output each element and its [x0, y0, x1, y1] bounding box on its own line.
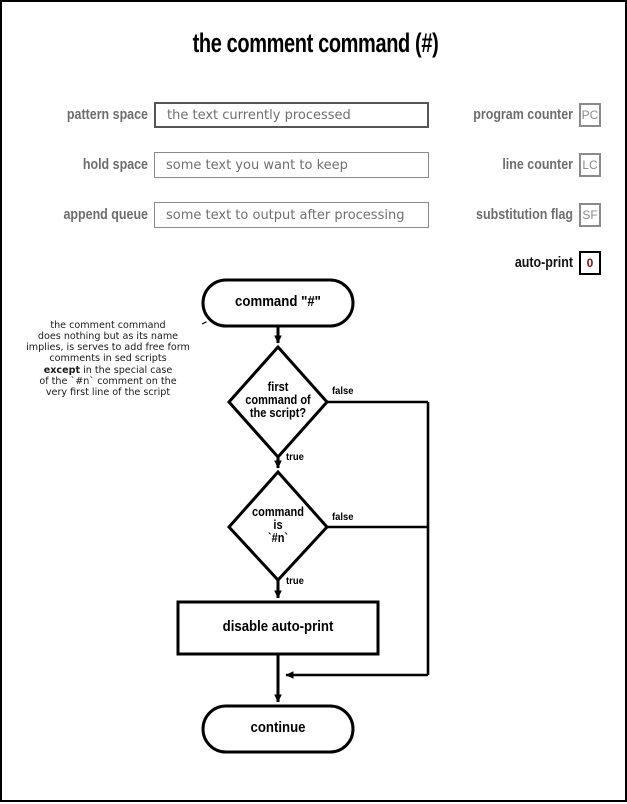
register-program-counter[interactable]: PC [579, 103, 601, 127]
register-auto-print[interactable]: 0 [579, 251, 601, 275]
node-decision-command-is-hash-n[interactable] [226, 469, 330, 583]
node-process-disable-auto-print[interactable] [176, 600, 380, 656]
label-pattern-space: pattern space [66, 107, 148, 123]
annotation-line-3: implies, is serves to add free form [26, 342, 190, 354]
annotation-line-1: the comment command [50, 320, 166, 331]
label-substitution-flag: substitution flag [476, 207, 573, 223]
label-line-counter: line counter [502, 157, 573, 173]
register-substitution-flag[interactable]: SF [579, 203, 601, 227]
annotation-line-7: very first line of the script [45, 386, 171, 398]
node-decision-first-command[interactable] [226, 344, 330, 460]
field-append-queue[interactable]: some text to output after processing [154, 202, 429, 228]
label-hold-space: hold space [82, 157, 148, 173]
edge-label-false-2: false [332, 511, 354, 523]
annotation-bold-except: except [43, 364, 81, 376]
annotation-line-2: does nothing but as its name [37, 331, 179, 343]
label-auto-print: auto-print [514, 255, 573, 271]
label-program-counter: program counter [473, 107, 573, 123]
annotation-line-4: comments in sed scripts [49, 353, 167, 365]
annotation-note: the comment command does nothing but as … [10, 320, 206, 398]
annotation-line-6: of the `#n` comment on the [39, 375, 177, 387]
field-hold-space[interactable]: some text you want to keep [154, 152, 429, 178]
edge-label-false-1: false [332, 385, 354, 397]
edge-label-true-2: true [286, 575, 304, 587]
annotation-line-5-rest: in the special case [80, 364, 173, 376]
edge-label-true-1: true [286, 451, 304, 463]
node-end-continue[interactable] [201, 704, 355, 754]
page-title: the comment command (#) [192, 28, 439, 58]
node-start-command-hash[interactable] [201, 278, 355, 328]
register-line-counter[interactable]: LC [579, 153, 601, 177]
field-pattern-space[interactable]: the text currently processed [154, 102, 429, 128]
label-append-queue: append queue [63, 207, 148, 223]
